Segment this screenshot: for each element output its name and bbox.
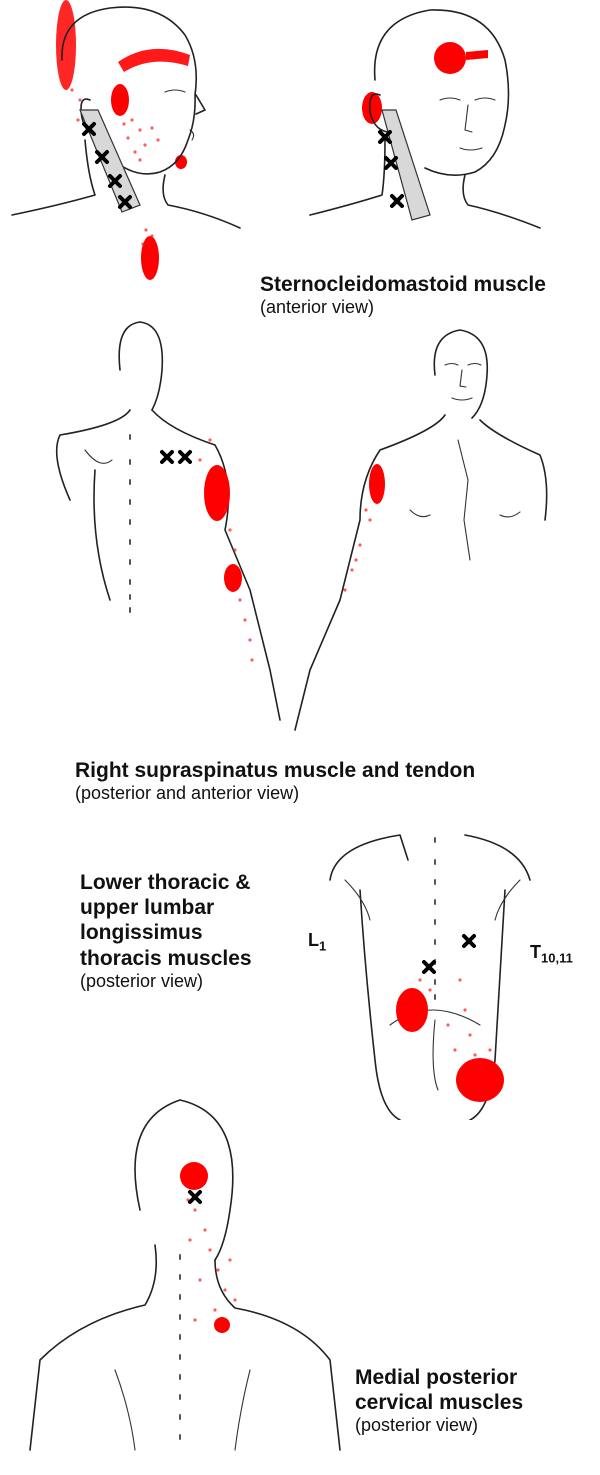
longissimus-title-line-2: upper lumbar: [80, 895, 252, 920]
scm-right-head-illustration: [300, 0, 560, 250]
longissimus-illustration: [320, 820, 540, 1120]
scm-subtitle: (anterior view): [260, 297, 546, 319]
supraspinatus-title: Right supraspinatus muscle and tendon: [75, 758, 475, 783]
label-t10-11: T10,11: [530, 942, 573, 966]
longissimus-title-line-4: thoracis muscles: [80, 946, 252, 971]
supraspinatus-illustration: [40, 320, 560, 740]
scm-left-head-illustration: [0, 0, 250, 285]
longissimus-subtitle: (posterior view): [80, 971, 252, 993]
longissimus-title-line-1: Lower thoracic &: [80, 870, 252, 895]
supraspinatus-subtitle: (posterior and anterior view): [75, 783, 475, 805]
label-l1: L1: [308, 930, 326, 954]
scm-caption: Sternocleidomastoid muscle (anterior vie…: [260, 272, 546, 319]
cervical-illustration: [20, 1080, 350, 1460]
label-t-sub: 10,11: [541, 951, 573, 966]
supraspinatus-caption: Right supraspinatus muscle and tendon (p…: [75, 758, 475, 805]
label-t-main: T: [530, 942, 541, 962]
scm-title: Sternocleidomastoid muscle: [260, 272, 546, 297]
longissimus-caption: Lower thoracic & upper lumbar longissimu…: [80, 870, 252, 992]
label-l1-sub: 1: [319, 939, 326, 954]
label-l1-main: L: [308, 930, 319, 950]
cervical-title-line-2: cervical muscles: [355, 1390, 523, 1415]
cervical-subtitle: (posterior view): [355, 1415, 523, 1437]
longissimus-title-line-3: longissimus: [80, 920, 252, 945]
cervical-title-line-1: Medial posterior: [355, 1365, 523, 1390]
cervical-caption: Medial posterior cervical muscles (poste…: [355, 1365, 523, 1437]
